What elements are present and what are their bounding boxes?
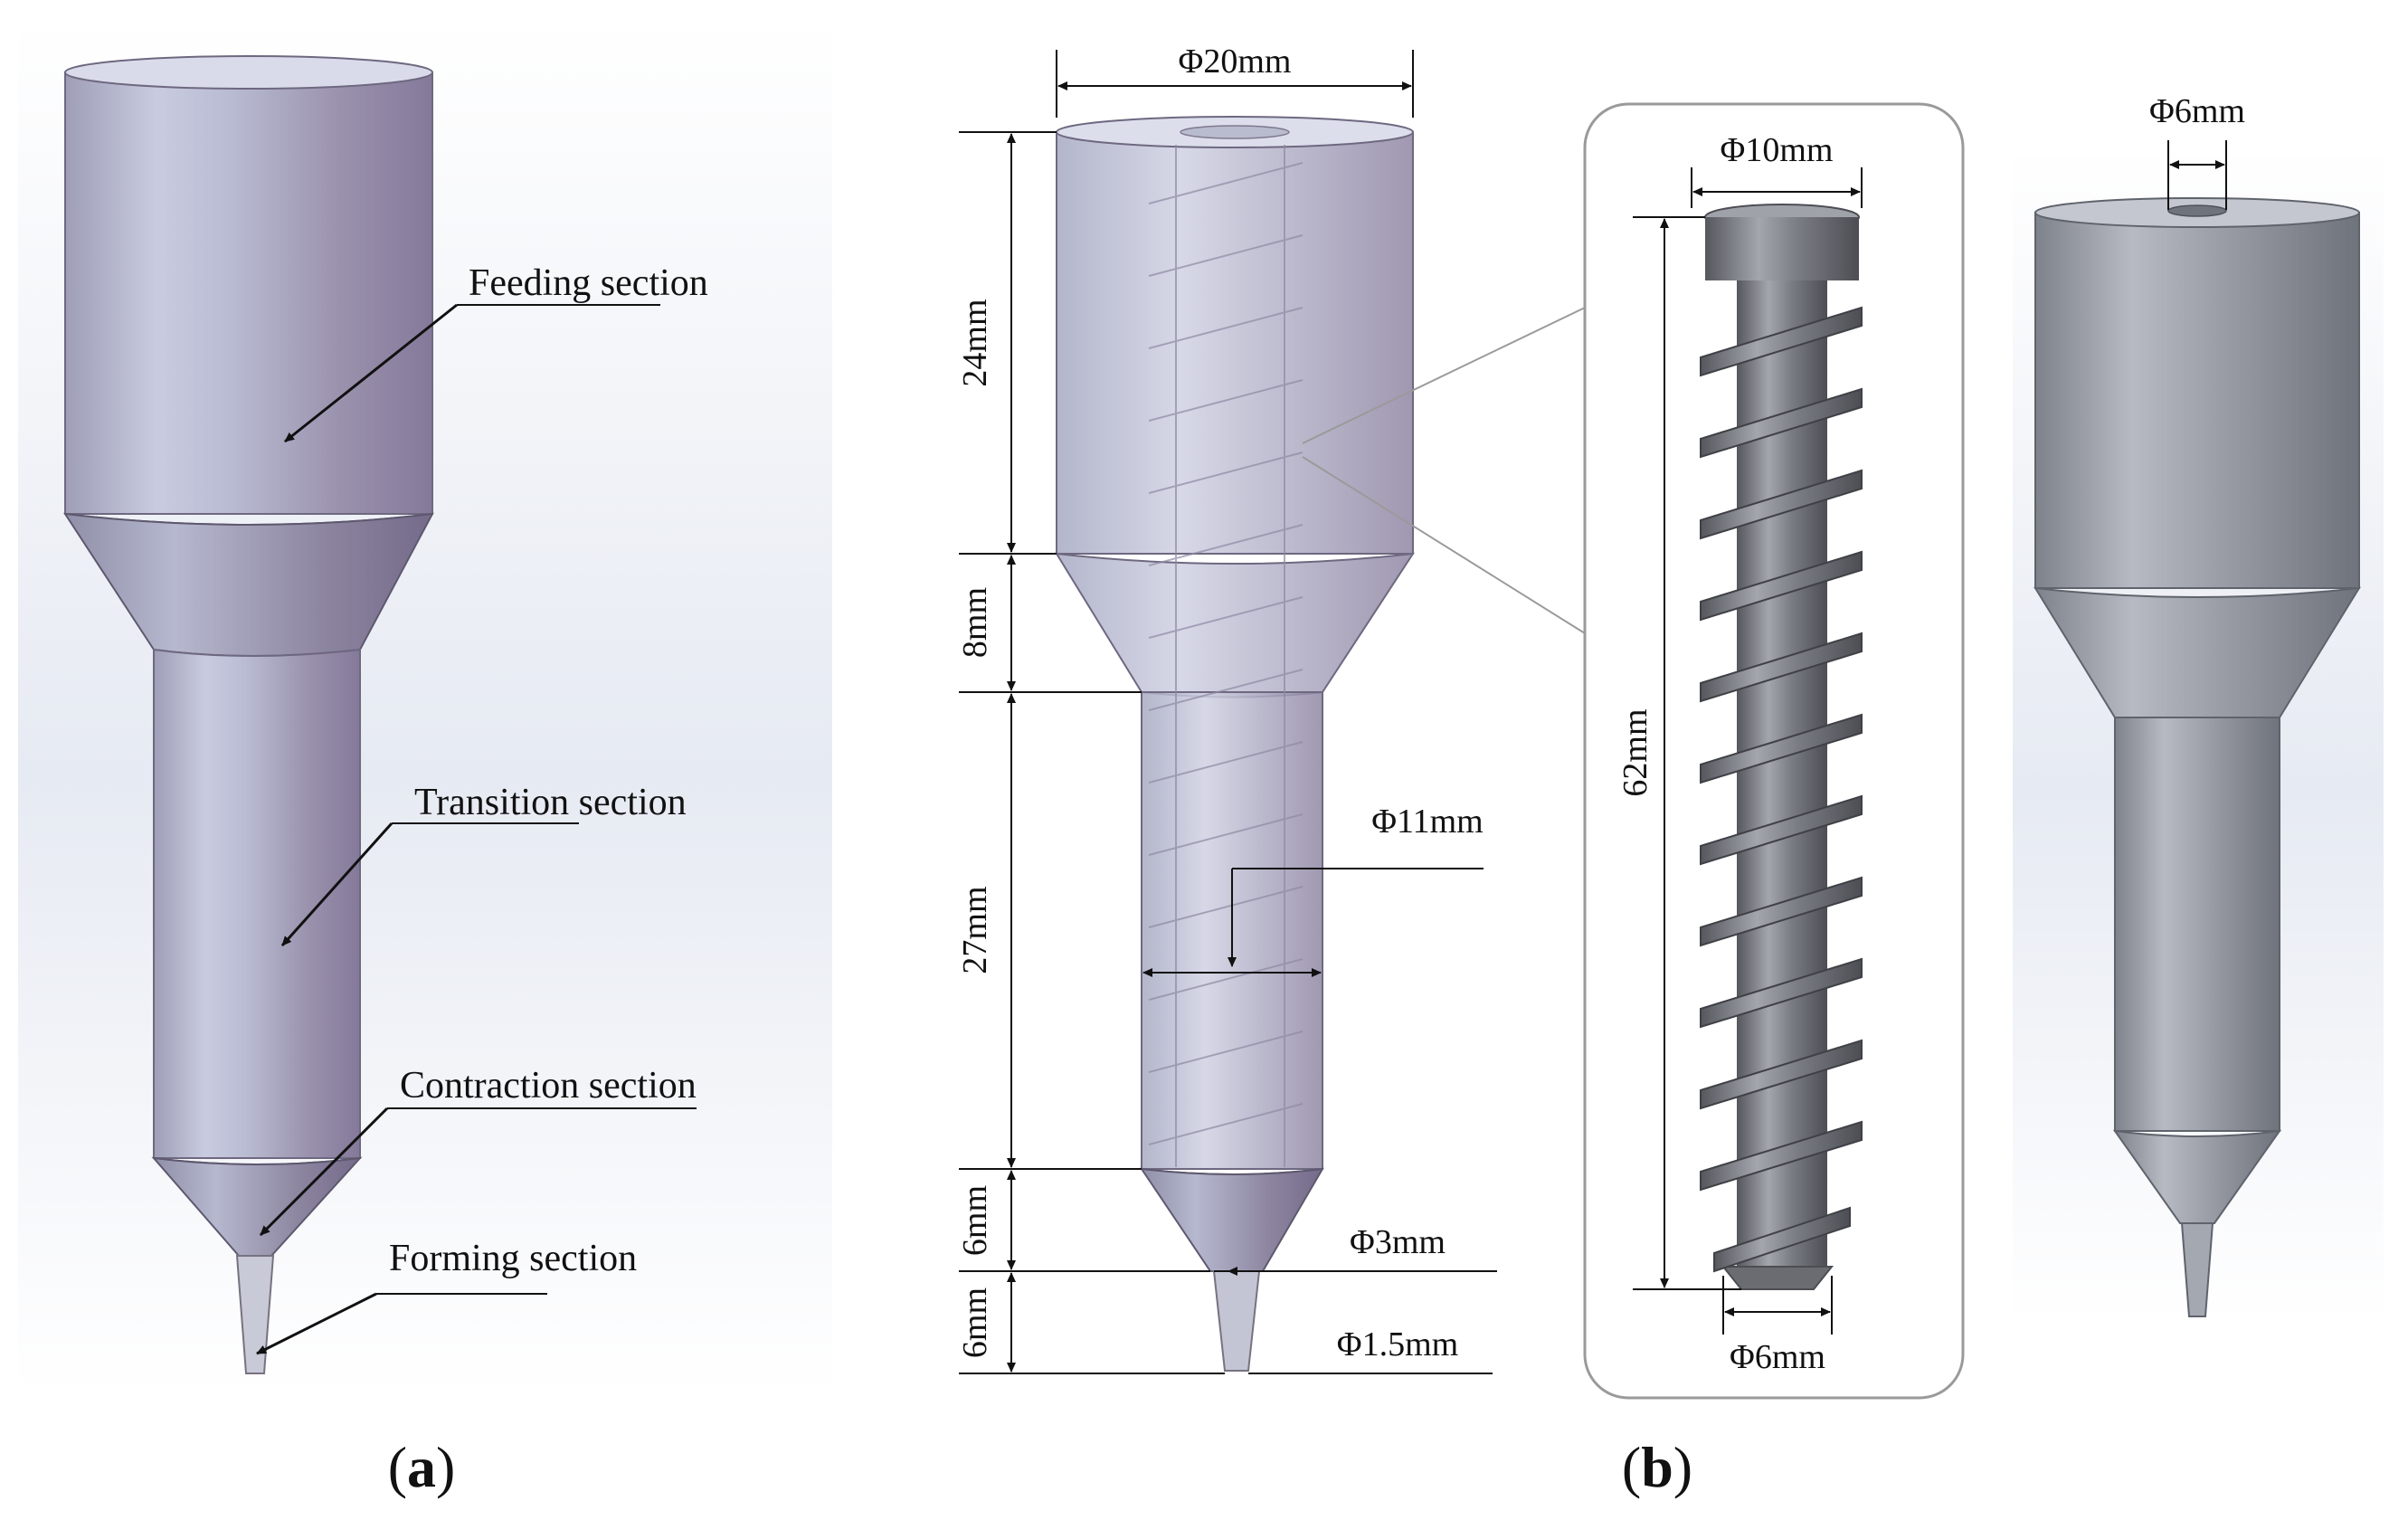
barrel-inlet-hole (2167, 204, 2227, 217)
barrel-middle (2114, 717, 2280, 1132)
label-forming-section: Forming section (389, 1238, 637, 1279)
dim-feed-height: 24mm (956, 299, 994, 386)
callout-contraction: Contraction section (259, 1065, 697, 1237)
panel-a-caption: (a) (388, 1435, 456, 1499)
zoom-connectors (1302, 307, 1586, 634)
barrel-inlet-dimension (2167, 140, 2227, 210)
label-contraction-section: Contraction section (400, 1065, 697, 1107)
dim-outlet-diameter: Φ3mm (1350, 1223, 1446, 1261)
b-internal-screw (1148, 145, 1304, 1167)
panel-b-caption: (b) (1622, 1435, 1692, 1499)
dim-top-diameter: Φ20mm (1179, 43, 1292, 81)
barrel-contraction (2112, 1129, 2282, 1224)
callout-feeding: Feeding section (284, 262, 708, 443)
screw-flights (1700, 306, 1863, 1273)
b-feed-top-hole (1180, 125, 1290, 139)
screw-head (1705, 217, 1859, 280)
b-transition-cone (1055, 552, 1415, 698)
panel-b-dimensions (959, 50, 1497, 1374)
panel-b-dimension-labels: Φ20mm 24mm 8mm 27mm 6mm 6mm Φ11mm Φ3mm Φ… (956, 43, 1484, 1363)
dim-cone-height: 6mm (956, 1185, 994, 1256)
b-feed-section (1056, 131, 1414, 555)
b-forming-nozzle (1212, 1270, 1261, 1372)
label-feeding-section: Feeding section (469, 262, 708, 304)
transition-section-body (153, 648, 361, 1159)
panel-a: Feeding section Transition section Contr… (18, 18, 832, 1499)
b-contraction-cone (1139, 1167, 1324, 1272)
dim-screw-length: 62mm (1616, 708, 1654, 796)
dim-screw-top-diameter: Φ10mm (1721, 131, 1834, 169)
barrel-nozzle (2180, 1222, 2214, 1317)
dim-middle-diameter: Φ11mm (1371, 803, 1483, 841)
callout-forming: Forming section (256, 1238, 637, 1355)
dim-tip-diameter: Φ1.5mm (1337, 1325, 1458, 1363)
screw-inset: Φ10mm 62mm Φ6mm (1583, 102, 1965, 1400)
label-transition-section: Transition section (414, 782, 687, 823)
dim-screw-bottom-diameter: Φ6mm (1730, 1338, 1825, 1376)
dim-transition-height: 8mm (956, 587, 994, 658)
barrel-view: Φ6mm (2013, 92, 2384, 1321)
feeding-section-top (64, 55, 433, 90)
feeding-section-body (64, 71, 433, 515)
forming-nozzle (235, 1255, 275, 1374)
dim-nozzle-height: 6mm (956, 1287, 994, 1358)
screw-dimensions (1633, 167, 1863, 1335)
dim-middle-height: 27mm (956, 886, 994, 974)
dim-barrel-inlet-diameter: Φ6mm (2149, 92, 2245, 130)
panel-b-body (1055, 116, 1415, 1372)
callout-transition: Transition section (280, 782, 687, 947)
screw-tip (1721, 1266, 1834, 1290)
barrel-upper (2034, 212, 2360, 589)
